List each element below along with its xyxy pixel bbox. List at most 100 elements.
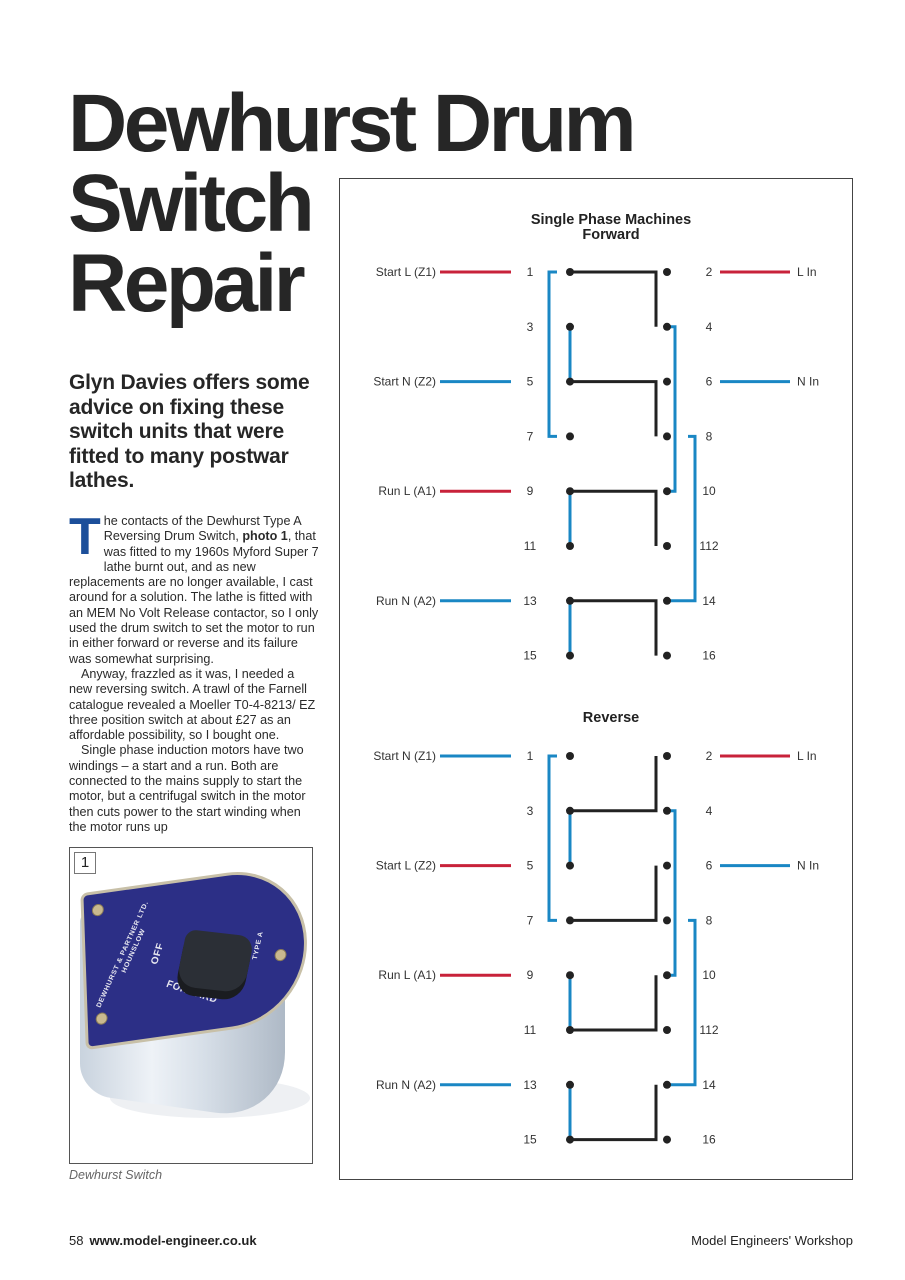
- terminal-dot: [663, 861, 671, 870]
- title-line: Dewhurst Drum: [68, 78, 637, 169]
- terminal-number: 8: [706, 429, 713, 443]
- terminal-dot: [566, 651, 574, 660]
- terminal-dot: [566, 322, 574, 331]
- link-wire: [667, 325, 677, 493]
- contact-bar: [570, 975, 658, 1032]
- page-number: 58: [69, 1233, 84, 1248]
- diagram-title-line: Single Phase Machines: [530, 212, 692, 228]
- website-link[interactable]: www.model-engineer.co.uk: [89, 1233, 257, 1248]
- terminal-number: 1: [527, 749, 534, 763]
- terminal-dot: [663, 542, 671, 550]
- wire-label: Run L (A1): [378, 968, 436, 982]
- contact-bar: [570, 865, 658, 922]
- terminal-dot: [566, 596, 574, 605]
- link-wire: [667, 918, 697, 1087]
- terminal-number: 13: [523, 594, 537, 608]
- wire-label: Run L (A1): [378, 484, 436, 498]
- terminal-dot: [663, 651, 671, 660]
- terminal-number: 10: [702, 968, 716, 982]
- terminal-dot: [663, 487, 671, 496]
- terminal-number: 5: [527, 375, 534, 389]
- link-wire: [547, 270, 557, 438]
- text: he contacts of the Dewhurst Type A Rever…: [103, 514, 301, 544]
- wire-label: Run N (A2): [376, 1078, 436, 1092]
- terminal-number: 11: [524, 539, 537, 553]
- terminal-dot: [663, 971, 671, 980]
- terminal-number: 7: [527, 913, 534, 927]
- terminal-number: 8: [706, 913, 713, 927]
- contact-bar: [570, 380, 658, 437]
- wire-label: Start L (Z1): [376, 265, 436, 279]
- terminal-number: 1: [527, 265, 534, 279]
- diagram-title-forward: Single Phase Machines Forward: [339, 213, 883, 243]
- diagram-title-line: Reverse: [582, 710, 640, 726]
- photo-dewhurst-switch: 1 DEWHURST & PARTNER LTD. HOUNSLOW OFF F…: [69, 847, 313, 1164]
- link-wire: [547, 754, 557, 922]
- terminal-number: 10: [702, 484, 716, 498]
- terminal-dot: [566, 752, 574, 760]
- terminal-number: 11: [524, 1023, 537, 1037]
- terminal-dot: [566, 377, 574, 386]
- footer-left: 58 www.model-engineer.co.uk: [69, 1233, 257, 1248]
- terminal-number: 2: [706, 265, 713, 279]
- terminal-number: 4: [706, 804, 713, 818]
- terminal-number: 6: [706, 375, 713, 389]
- diagram-title-reverse: Reverse: [339, 711, 883, 726]
- wire-label: Start N (Z2): [373, 375, 436, 389]
- terminal-dot: [566, 861, 574, 870]
- terminal-number: 13: [523, 1078, 537, 1092]
- contact-bar: [570, 489, 658, 546]
- drop-cap: T: [69, 508, 101, 566]
- terminal-number: 14: [702, 594, 716, 608]
- terminal-number: 7: [527, 429, 534, 443]
- contact-bar: [570, 756, 658, 813]
- terminal-number: 3: [527, 804, 534, 818]
- wire-label: L In: [797, 265, 817, 279]
- terminal-number: 5: [527, 859, 534, 873]
- link-wire: [667, 809, 677, 977]
- terminal-dot: [663, 596, 671, 605]
- paragraph: Anyway, frazzled as it was, I needed a n…: [69, 666, 316, 743]
- terminal-number: 2: [706, 749, 713, 763]
- terminal-dot: [663, 322, 671, 331]
- terminal-number: 6: [706, 859, 713, 873]
- text: , that was fitted to my 1960s Myford Sup…: [69, 529, 319, 666]
- terminal-number: 15: [523, 649, 537, 663]
- wire-label: Start L (Z2): [376, 859, 436, 873]
- terminal-number: 9: [527, 968, 534, 982]
- link-wire: [667, 434, 697, 603]
- diagram-title-line: Forward: [582, 227, 640, 243]
- terminal-dot: [663, 752, 671, 760]
- standfirst: Glyn Davies offers some advice on fixing…: [69, 371, 310, 492]
- wiring-diagram-frame: [339, 178, 853, 1180]
- title-line: Repair: [68, 238, 306, 329]
- wire-label: Start N (Z1): [373, 749, 436, 763]
- wire-label: Run N (A2): [376, 594, 436, 608]
- terminal-dot: [663, 1026, 671, 1034]
- terminal-number: 9: [527, 484, 534, 498]
- terminal-dot: [663, 1080, 671, 1089]
- terminal-dot: [566, 806, 574, 815]
- terminal-dot: [566, 542, 574, 550]
- contact-bar: [570, 1084, 658, 1142]
- terminal-dot: [566, 971, 574, 980]
- terminal-dot: [663, 268, 671, 276]
- paragraph: Single phase induction motors have two w…: [69, 743, 306, 834]
- photo-number: 1: [74, 852, 96, 874]
- terminal-dot: [663, 432, 671, 441]
- terminal-dot: [663, 377, 671, 386]
- contact-bar: [570, 270, 658, 327]
- terminal-dot: [663, 916, 671, 925]
- terminal-number: 16: [702, 649, 716, 663]
- terminal-dot: [566, 432, 574, 441]
- title-line: Switch: [68, 158, 315, 249]
- terminal-number: 3: [527, 320, 534, 334]
- terminal-dot: [566, 1080, 574, 1089]
- terminal-dot: [566, 487, 574, 496]
- magazine-name: Model Engineers' Workshop: [691, 1233, 853, 1248]
- photo-caption: Dewhurst Switch: [69, 1168, 163, 1182]
- terminal-dot: [663, 1135, 671, 1144]
- terminal-number: 14: [702, 1078, 716, 1092]
